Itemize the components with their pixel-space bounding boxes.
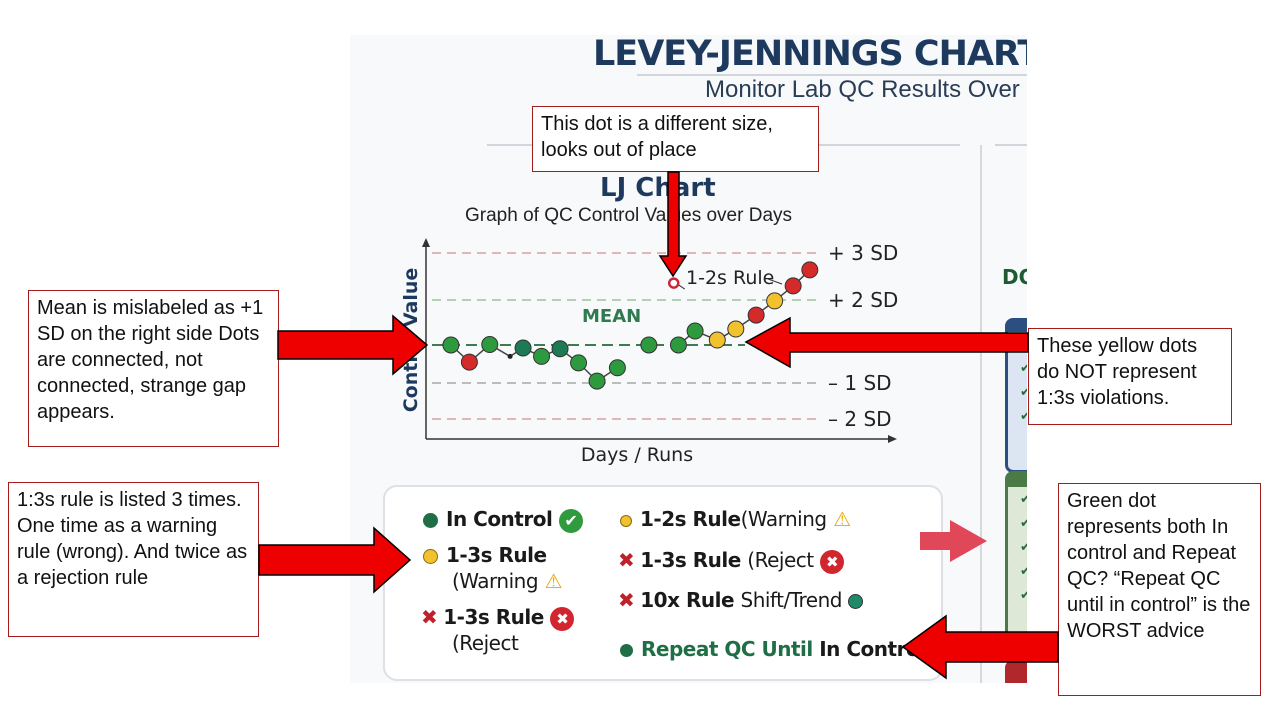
x-mark-icon: ✖ (618, 588, 635, 612)
y-axis-label: Control Value (400, 268, 422, 413)
outlier-point (668, 277, 680, 289)
data-point (801, 261, 819, 279)
annotation-leader (678, 284, 686, 290)
legend-13s-reject-left: ✖1-3s Rule ✖ (421, 605, 575, 631)
data-point (727, 320, 745, 338)
warning-icon: ⚠ (544, 569, 563, 593)
section-title: LJ Chart (600, 173, 716, 203)
legend-box: In Control ✔ 1-3s Rule (Warning ⚠ ✖1-3s … (383, 485, 943, 681)
data-point (747, 306, 765, 324)
data-point (640, 336, 658, 354)
data-point (784, 277, 802, 295)
legend-13s-reject: ✖1-3s Rule (Reject ✖ (618, 548, 845, 574)
legend-13s-reject-left-note: (Reject (452, 631, 519, 655)
legend-13s-warning-note: (Warning ⚠ (452, 569, 562, 593)
yellow-dot-icon (423, 549, 438, 564)
legend-in-control: In Control ✔ (423, 507, 583, 533)
data-point (533, 347, 551, 365)
infographic-subtitle: Monitor Lab QC Results Over (705, 76, 1020, 103)
x-circle-icon: ✖ (820, 550, 845, 574)
green-dot-icon (620, 644, 633, 657)
section-divider-right (995, 144, 1027, 146)
mean-label: MEAN (582, 306, 641, 327)
reference-label: – 1 SD (828, 371, 892, 395)
callout-mean: Mean is mislabeled as +1 SD on the right… (28, 290, 279, 447)
data-point (669, 336, 687, 354)
pink-arrow-icon (920, 520, 987, 562)
x-axis-arrow-icon (888, 435, 897, 443)
data-point (514, 339, 532, 357)
reference-label: – 2 SD (828, 407, 892, 431)
title-divider (637, 74, 1027, 76)
callout-dot-size: This dot is a different size, looks out … (532, 106, 819, 172)
data-point (442, 336, 460, 354)
data-point (766, 292, 784, 310)
annotation-leader (767, 278, 783, 285)
callout-yellow-dots: These yellow dots do NOT represent 1:3s … (1028, 328, 1232, 425)
data-point (460, 353, 478, 371)
right-section-title: DO (1002, 265, 1027, 289)
reference-label: + 2 SD (828, 288, 898, 312)
legend-13s-warning: 1-3s Rule (423, 543, 547, 567)
callout-13s-rule: 1:3s rule is listed 3 times. One time as… (8, 482, 259, 637)
data-point (708, 331, 726, 349)
y-axis-arrow-icon (422, 238, 430, 247)
x-circle-icon: ✖ (550, 607, 575, 631)
x-mark-icon: ✖ (421, 605, 438, 629)
data-point (507, 353, 513, 359)
legend-10x: ✖10x Rule Shift/Trend (618, 588, 871, 612)
x-mark-icon: ✖ (618, 548, 635, 572)
data-point (551, 340, 569, 358)
check-circle-icon: ✔ (558, 509, 583, 533)
infographic-title: LEVEY-JENNINGS CHART (593, 35, 1027, 74)
chart-subtitle: Graph of QC Control Values over Days (465, 205, 793, 226)
teal-dot-icon (848, 594, 864, 609)
green-checklist-box: ✔✔✔✔✔ (1005, 471, 1027, 646)
data-point (608, 359, 626, 377)
column-divider (980, 145, 982, 683)
small-yellow-dot-icon (620, 514, 632, 527)
warning-icon: ⚠ (833, 507, 851, 531)
legend-12s: 1-2s Rule(Warning ⚠ (620, 507, 851, 531)
data-point (588, 372, 606, 390)
data-point (481, 336, 499, 354)
data-point (570, 354, 588, 372)
data-point (686, 322, 704, 340)
x-axis-label: Days / Runs (581, 444, 693, 466)
callout-green-dot: Green dot represents both In control and… (1058, 483, 1261, 696)
green-dot-icon (423, 513, 438, 528)
annotation-label: 1-2s Rule (686, 267, 774, 289)
reference-label: + 3 SD (828, 241, 898, 265)
